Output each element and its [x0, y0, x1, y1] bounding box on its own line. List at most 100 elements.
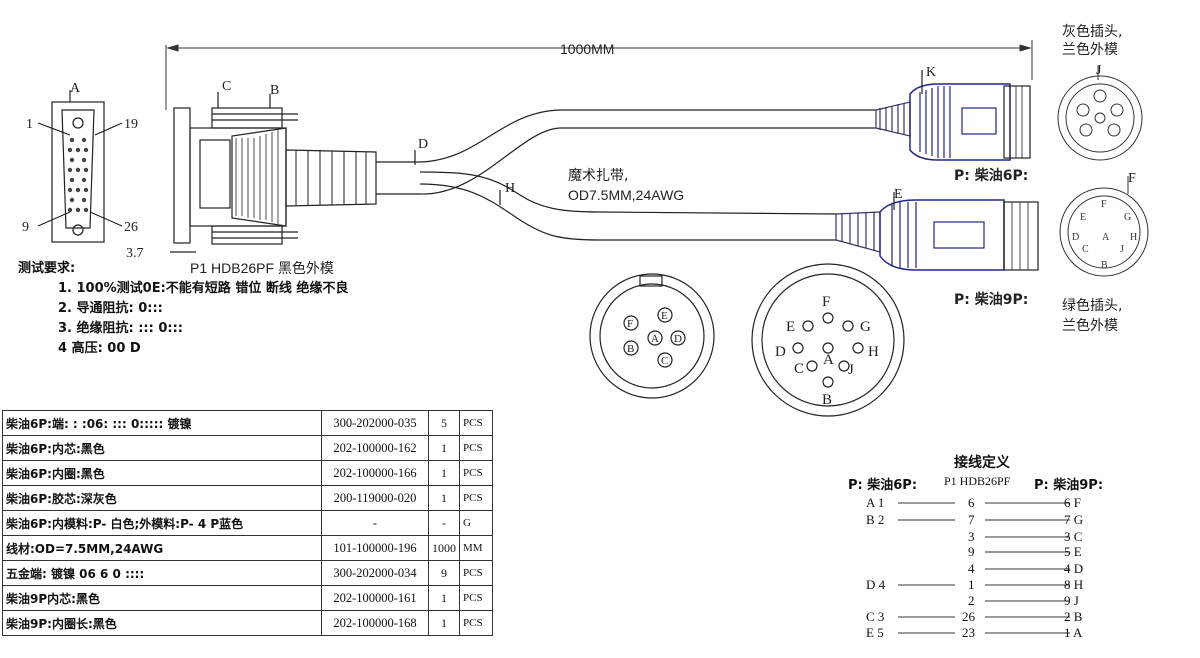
wiring-right-pin: 3 C: [1064, 529, 1083, 544]
bom-code-cell: 300-202000-034: [321, 560, 429, 586]
wiring-mid-pin: 23: [962, 625, 975, 640]
wiring-right-pin: 4 D: [1064, 561, 1084, 576]
bom-desc-cell: 柴油6P:内模料:P- 白色;外模料:P- 4 P蓝色: [2, 510, 322, 536]
bom-desc-cell: 柴油6P:端: : :06: ::: 0::::: 镀镍: [2, 410, 322, 436]
svg-text:H: H: [868, 344, 879, 360]
wiring-definition-title: 接线定义: [954, 455, 1010, 471]
wiring-right-pin: 8 H: [1064, 577, 1084, 592]
bom-code-cell: 200-119000-020: [321, 485, 429, 511]
bom-qty-cell: -: [428, 510, 460, 536]
note-6p-line2: 兰色外模: [1062, 41, 1118, 58]
test-requirement-item: 3. 绝缘阻抗: ::: 0:::: [58, 321, 183, 336]
note-6p-line1: 灰色插头,: [1062, 23, 1122, 40]
svg-text:H: H: [1130, 232, 1137, 243]
bom-unit-cell: G: [459, 510, 493, 536]
point-d-label: D: [418, 137, 428, 152]
bom-desc-cell: 柴油6P:内芯:黑色: [2, 435, 322, 461]
length-dimension: [165, 40, 1033, 110]
wiring-mid-pin: 9: [968, 544, 975, 559]
svg-text:F: F: [822, 294, 830, 310]
bom-code-cell: 202-100000-162: [321, 435, 429, 461]
bom-qty-cell: 5: [428, 410, 460, 436]
p1-label: P1 HDB26PF 黑色外模: [190, 260, 334, 276]
svg-text:G: G: [1124, 212, 1131, 223]
bom-unit-cell: MM: [459, 535, 493, 561]
cable-note-line2: OD7.5MM,24AWG: [568, 187, 684, 203]
bom-qty-cell: 9: [428, 560, 460, 586]
9p-face-large: [751, 263, 905, 417]
bom-row: 柴油6P:内模料:P- 白色;外模料:P- 4 P蓝色--G: [2, 510, 493, 536]
wiring-mid-pin: 7: [968, 512, 975, 527]
bom-desc-cell: 柴油9P内芯:黑色: [2, 585, 322, 611]
point-a-label: A: [70, 81, 81, 96]
bom-code-cell: 101-100000-196: [321, 535, 429, 561]
point-e-label: E: [894, 187, 903, 202]
bom-desc-cell: 柴油9P:内圈长:黑色: [2, 610, 322, 636]
svg-text:B: B: [1101, 260, 1108, 271]
point-c-label: C: [222, 79, 231, 94]
bom-qty-cell: 1: [428, 585, 460, 611]
wiring-header-right: P: 柴油9P:: [1034, 478, 1104, 493]
note-9p-line1: 绿色插头,: [1062, 297, 1122, 314]
svg-text:C: C: [661, 355, 668, 367]
svg-text:C: C: [794, 361, 804, 377]
wiring-right-pin: 6 F: [1064, 495, 1081, 510]
wiring-lines: [898, 502, 1070, 634]
bom-code-cell: 300-202000-035: [321, 410, 429, 436]
point-f-label: F: [1128, 171, 1136, 186]
p1-db26-connector: [170, 92, 377, 253]
wiring-mid-pin: 26: [962, 609, 975, 624]
9p-face-small: [1059, 176, 1149, 277]
wiring-mid-pin: 1: [968, 577, 975, 592]
bom-code-cell: 202-100000-161: [321, 585, 429, 611]
p3-9p-connector: [835, 192, 1039, 271]
p2-label: P: 柴油6P:: [954, 167, 1028, 184]
svg-text:A: A: [823, 352, 834, 368]
svg-text:D: D: [1072, 232, 1079, 243]
test-requirements-title: 测试要求:: [18, 261, 76, 276]
bom-desc-cell: 柴油6P:内圈:黑色: [2, 460, 322, 486]
point-b-label: B: [270, 83, 279, 98]
6p-face-small: [1057, 66, 1143, 161]
p2-6p-connector: [875, 70, 1031, 161]
bom-code-cell: 202-100000-168: [321, 610, 429, 636]
svg-text:J: J: [1120, 244, 1124, 255]
pin-26-label: 26: [124, 220, 138, 235]
svg-text:E: E: [786, 319, 795, 335]
wiring-left-pin: E 5: [866, 625, 884, 640]
wiring-mid-pin: 6: [968, 495, 975, 510]
bom-qty-cell: 1: [428, 485, 460, 511]
wiring-left-pin: A 1: [866, 495, 885, 510]
wiring-left-pin: D 4: [866, 577, 886, 592]
cable-note-line1: 魔术扎带,: [568, 168, 628, 184]
db26-face-view: [37, 90, 123, 243]
p3-label: P: 柴油9P:: [954, 291, 1028, 308]
bom-qty-cell: 1: [428, 460, 460, 486]
point-k-label: K: [926, 65, 936, 80]
bom-qty-cell: 1: [428, 610, 460, 636]
length-label: 1000MM: [560, 41, 614, 57]
svg-text:D: D: [674, 333, 682, 345]
cable-harness: [376, 109, 876, 241]
svg-text:A: A: [1102, 232, 1110, 243]
svg-text:A: A: [651, 333, 659, 345]
bom-qty-cell: 1: [428, 435, 460, 461]
svg-text:F: F: [1101, 199, 1107, 210]
bom-qty-cell: 1000: [428, 535, 460, 561]
bom-unit-cell: PCS: [459, 460, 493, 486]
svg-text:D: D: [775, 344, 786, 360]
wiring-mid-pin: 2: [968, 593, 975, 608]
test-requirement-item: 2. 导通阻抗: 0:::: [58, 301, 163, 316]
wiring-mid-pin: 3: [968, 529, 975, 544]
wiring-right-pin: 7 G: [1064, 512, 1084, 527]
